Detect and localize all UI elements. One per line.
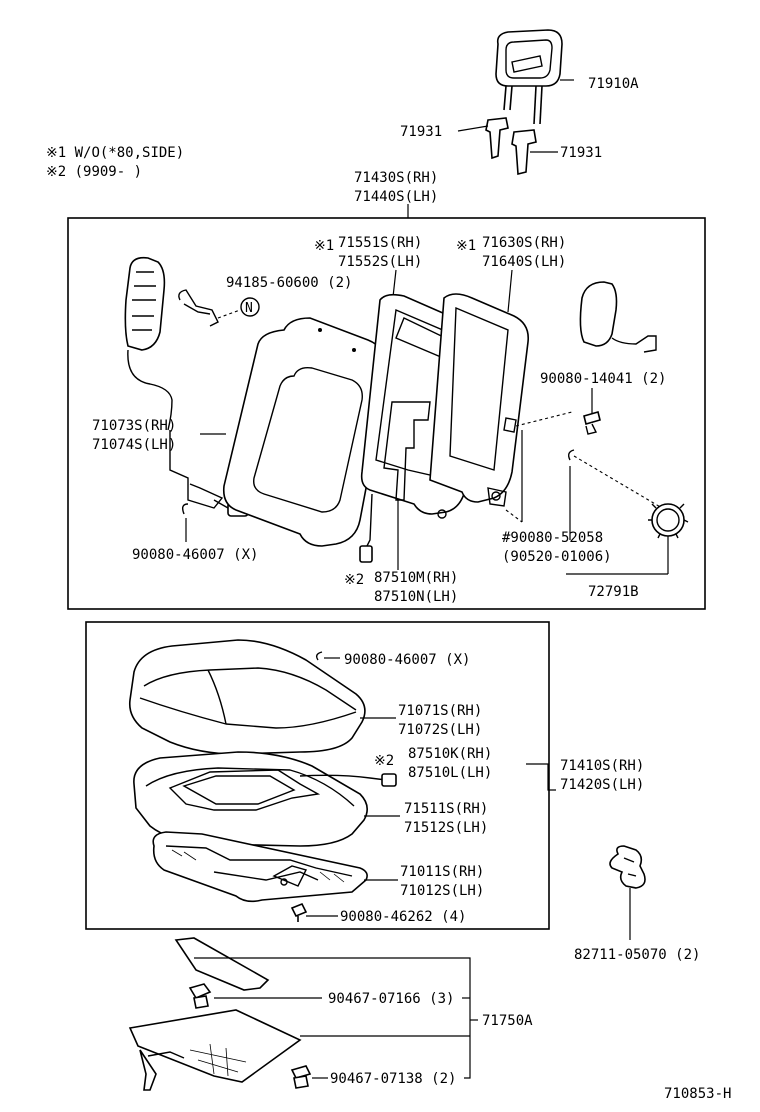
label-protector-clip2: 90467-07138 (2) [330,1071,456,1087]
cushion-frame-drawing [152,831,368,903]
label-side-bolt: 90080-14041 (2) [540,371,666,387]
label-side-airbag-lh: 71074S(LH) [92,437,176,453]
headrest-guide-drawing [485,117,537,176]
label-protector-clip1: 90467-07166 (3) [328,991,454,1007]
note-1: ※1 W/O(*80,SIDE) [46,145,184,161]
n-symbol-letter: N [245,301,253,316]
label-back-pad-rh: 71630S(RH) [482,235,566,251]
n-symbol-circle [240,297,260,317]
airbag-pin-drawing [178,289,219,327]
label-mark1-pad: ※1 [456,238,476,254]
seatback-group-box [67,217,706,610]
label-knob-screw2: (90520-01006) [502,549,612,565]
label-heater-cush-mark: ※2 [374,753,394,769]
seatback-frame-drawing [429,293,530,519]
label-back-clip: 90080-46007 (X) [132,547,258,563]
label-headrest: 71910A [588,76,639,92]
protector-plate-drawing [128,937,302,1091]
label-cushion-frame-lh: 71012S(LH) [400,883,484,899]
cushion-group-box [85,621,550,930]
seatback-cover-drawing [222,317,389,547]
label-heater-cush-rh: 87510K(RH) [408,746,492,762]
label-back-pad-lh: 71640S(LH) [482,254,566,270]
protector-clip1-drawing [188,983,212,1009]
heater-cushion-drawing [168,769,397,811]
bolt-drawing [583,411,601,435]
diagram-id: 710853-H [664,1086,731,1102]
label-airbag-pin: 94185-60600 (2) [226,275,352,291]
heater-back-drawing [359,401,431,563]
label-cushion-cover-rh: 71071S(RH) [398,703,482,719]
label-back-assy-lh: 71440S(LH) [354,189,438,205]
label-back-cover-rh: 71551S(RH) [338,235,422,251]
knob-drawing [648,503,689,539]
label-back-assy-rh: 71430S(RH) [354,170,438,186]
label-cushion-assy-lh: 71420S(LH) [560,777,644,793]
headrest-drawing [495,29,563,125]
label-guide-right: 71931 [560,145,602,161]
label-mark1-cover: ※1 [314,238,334,254]
label-heater-back-rh: 87510M(RH) [374,570,458,586]
note-2: ※2 (9909- ) [46,164,142,180]
wire-clip-drawing [609,845,646,889]
cushion-cover-drawing [128,639,366,755]
label-cushion-frame-rh: 71011S(RH) [400,864,484,880]
cushion-clip-drawing [315,651,323,661]
label-cushion-pad-rh: 71511S(RH) [404,801,488,817]
label-wire-clip: 82711-05070 (2) [574,947,700,963]
frame-screw-drawing [290,902,308,922]
label-heater-back-mark: ※2 [344,572,364,588]
label-heater-back-lh: 87510N(LH) [374,589,458,605]
label-knob: 72791B [588,584,639,600]
protector-clip2-drawing [290,1065,312,1089]
label-cushion-assy-rh: 71410S(RH) [560,758,644,774]
label-knob-screw1: #90080-52058 [502,530,603,546]
label-cushion-pad-lh: 71512S(LH) [404,820,488,836]
label-side-airbag-rh: 71073S(RH) [92,418,176,434]
label-frame-screw: 90080-46262 (4) [340,909,466,925]
label-cushion-clip: 90080-46007 (X) [344,652,470,668]
side-shield-drawing [579,281,657,353]
label-protector: 71750A [482,1013,533,1029]
label-guide-left: 71931 [400,124,442,140]
label-back-cover-lh: 71552S(LH) [338,254,422,270]
label-cushion-cover-lh: 71072S(LH) [398,722,482,738]
label-heater-cush-lh: 87510L(LH) [408,765,492,781]
back-clip-drawing [181,503,189,515]
